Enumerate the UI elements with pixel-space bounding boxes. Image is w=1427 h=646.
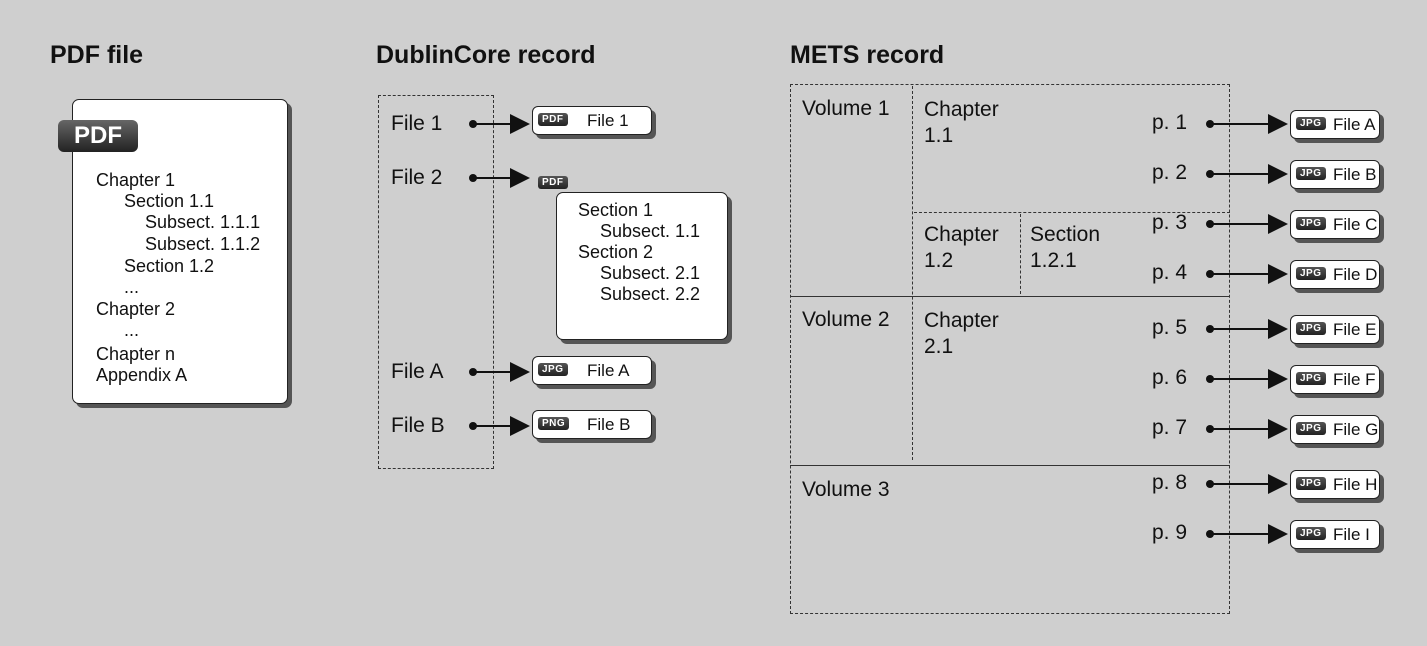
chapter-divider bbox=[914, 212, 1230, 213]
file-label: File B bbox=[1333, 165, 1377, 184]
pdf-icon: PDF bbox=[58, 120, 138, 152]
section-label: Section 1.2.1 bbox=[1030, 223, 1101, 272]
file2-line: Section 1 bbox=[578, 200, 654, 220]
file2-line: Subsect. 2.1 bbox=[600, 263, 701, 283]
file-box: JPG File F bbox=[1290, 365, 1380, 394]
jpg-file-icon: JPG bbox=[1296, 217, 1326, 230]
pdf-line: Chapter 1 bbox=[96, 170, 176, 190]
pdf-line: Appendix A bbox=[96, 365, 188, 385]
file-box: JPG File I bbox=[1290, 520, 1380, 549]
pdf-line: Section 1.2 bbox=[124, 256, 215, 276]
pdf-title: PDF file bbox=[50, 41, 144, 69]
jpg-file-icon: JPG bbox=[1296, 422, 1326, 435]
page-label: p. 4 bbox=[1152, 261, 1188, 284]
file-box: JPG File G bbox=[1290, 415, 1380, 444]
chapter-divider bbox=[912, 86, 913, 460]
file-label: File F bbox=[1333, 370, 1376, 389]
file-label: File A bbox=[1333, 115, 1376, 134]
file-label: File I bbox=[1333, 525, 1370, 544]
jpg-file-icon: JPG bbox=[538, 363, 568, 376]
chapter-label: Chapter 1.1 bbox=[924, 98, 999, 147]
page-label: p. 7 bbox=[1152, 416, 1188, 439]
jpg-file-icon: JPG bbox=[1296, 527, 1326, 540]
file-label: File D bbox=[1333, 265, 1378, 284]
pdf-line: Chapter 2 bbox=[96, 299, 176, 319]
dublincore-entry: File B bbox=[391, 414, 445, 437]
pdf-line: Chapter n bbox=[96, 344, 176, 364]
dublincore-record-box bbox=[378, 95, 494, 469]
pdf-line: Subsect. 1.1.1 bbox=[145, 212, 261, 232]
jpg-file-icon: JPG bbox=[1296, 117, 1326, 130]
file-box: JPG File A bbox=[1290, 110, 1380, 139]
chapter-label: Chapter 2.1 bbox=[924, 309, 999, 358]
file-box: PDF File 1 bbox=[532, 106, 652, 135]
file-label: File B bbox=[587, 415, 631, 434]
jpg-file-icon: JPG bbox=[1296, 477, 1326, 490]
page-label: p. 8 bbox=[1152, 471, 1188, 494]
page-label: p. 2 bbox=[1152, 161, 1188, 184]
pdf-line: ... bbox=[124, 320, 140, 340]
file2-line: Subsect. 1.1 bbox=[600, 221, 701, 241]
volume-divider bbox=[790, 296, 1230, 297]
jpg-file-icon: JPG bbox=[1296, 372, 1326, 385]
file2-document-box bbox=[556, 192, 728, 340]
page-label: p. 3 bbox=[1152, 211, 1188, 234]
page-label: p. 9 bbox=[1152, 521, 1188, 544]
chapter-label: Chapter 1.2 bbox=[924, 223, 999, 272]
page-label: p. 5 bbox=[1152, 316, 1188, 339]
file-box: JPG File D bbox=[1290, 260, 1380, 289]
page-label: p. 6 bbox=[1152, 366, 1188, 389]
page-label: p. 1 bbox=[1152, 111, 1188, 134]
dublincore-entry: File 2 bbox=[391, 166, 443, 189]
file-label: File H bbox=[1333, 475, 1378, 494]
file-box: JPG File E bbox=[1290, 315, 1380, 344]
file-box: JPG File H bbox=[1290, 470, 1380, 499]
dublincore-entry: File A bbox=[391, 360, 444, 383]
volume-label: Volume 3 bbox=[802, 478, 890, 501]
file-label: File G bbox=[1333, 420, 1379, 439]
mets-title: METS record bbox=[790, 41, 945, 69]
file-label: File E bbox=[1333, 320, 1377, 339]
section-divider bbox=[1020, 214, 1021, 294]
file-label: File 1 bbox=[587, 111, 629, 130]
file-label: File C bbox=[1333, 215, 1378, 234]
png-file-icon: PNG bbox=[538, 417, 570, 430]
file2-line: Section 2 bbox=[578, 242, 654, 262]
pdf-line: ... bbox=[124, 277, 140, 297]
file-label: File A bbox=[587, 361, 630, 380]
pdf-line: Section 1.1 bbox=[124, 191, 215, 211]
dublincore-entry: File 1 bbox=[391, 112, 443, 135]
pdf-file-icon: PDF bbox=[538, 113, 568, 126]
volume-label: Volume 2 bbox=[802, 308, 890, 331]
file-box: JPG File C bbox=[1290, 210, 1380, 239]
volume-divider bbox=[790, 465, 1230, 466]
jpg-file-icon: JPG bbox=[1296, 167, 1326, 180]
pdf-file-icon: PDF bbox=[538, 176, 568, 189]
jpg-file-icon: JPG bbox=[1296, 322, 1326, 335]
dublincore-title: DublinCore record bbox=[376, 41, 596, 69]
file2-line: Subsect. 2.2 bbox=[600, 284, 701, 304]
volume-label: Volume 1 bbox=[802, 97, 890, 120]
file-box: PNG File B bbox=[532, 410, 652, 439]
pdf-line: Subsect. 1.1.2 bbox=[145, 234, 261, 254]
file-box: JPG File B bbox=[1290, 160, 1380, 189]
file-box: JPG File A bbox=[532, 356, 652, 385]
mets-record-box bbox=[790, 84, 1230, 614]
jpg-file-icon: JPG bbox=[1296, 267, 1326, 280]
